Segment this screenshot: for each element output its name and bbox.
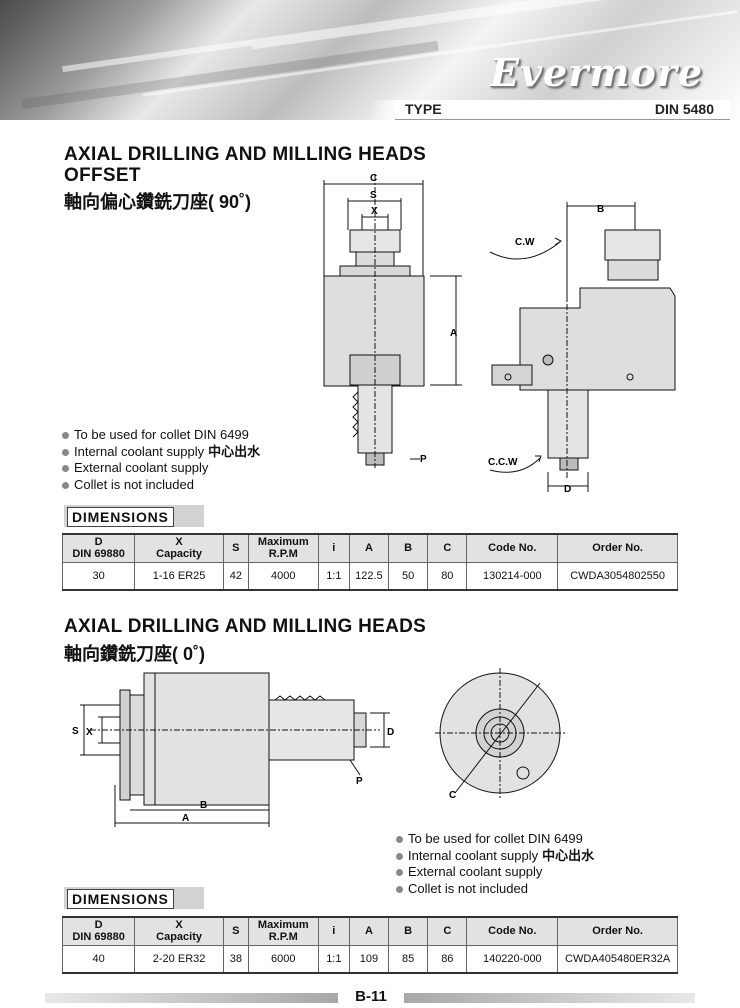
section1-subtitle: 軸向偏心鑽銑刀座( 90˚) — [64, 192, 252, 212]
col-c: C — [427, 916, 468, 946]
type-value: DIN 5480 — [654, 101, 714, 117]
feature-item: Collet is not included — [62, 477, 260, 494]
label-a: A — [450, 328, 457, 339]
page-number: B-11 — [338, 986, 404, 1008]
type-bar: TYPE DIN 5480 — [395, 100, 730, 120]
label-x: X — [371, 206, 378, 217]
header-banner: Evermore TYPE DIN 5480 — [0, 0, 740, 120]
offset-head-side-drawing: C S X A P — [323, 173, 462, 468]
col-s: S — [222, 916, 249, 946]
label-b: B — [597, 204, 604, 215]
feature-item: Collet is not included — [396, 881, 594, 898]
feature-item: To be used for collet DIN 6499 — [396, 831, 594, 848]
label-s: S — [370, 190, 377, 201]
section1-title: AXIAL DRILLING AND MILLING HEADS OFFSET — [64, 144, 427, 186]
section2-subtitle: 軸向鑽銑刀座( 0˚) — [64, 644, 205, 664]
label-c: C — [370, 173, 377, 184]
label-c: C — [449, 790, 456, 801]
section2-title: AXIAL DRILLING AND MILLING HEADS — [64, 616, 427, 637]
section1-feature-list: To be used for collet DIN 6499 Internal … — [62, 427, 260, 493]
label-a: A — [182, 813, 189, 824]
axial-head-side-drawing: S X D P B A — [72, 672, 394, 827]
section1-dimensions-label: DIMENSIONS — [64, 505, 204, 527]
col-s: S — [222, 533, 249, 563]
feature-item: External coolant supply — [62, 460, 260, 477]
col-b: B — [388, 916, 429, 946]
col-i: i — [317, 916, 350, 946]
col-a: A — [348, 533, 390, 563]
axial-head-front-drawing: C — [435, 668, 565, 801]
brand-logo: Evermore — [490, 50, 703, 95]
type-label: TYPE — [405, 101, 442, 117]
col-i: i — [317, 533, 350, 563]
label-x: X — [86, 727, 93, 738]
label-p: P — [356, 776, 363, 787]
col-code: Code No. — [466, 533, 559, 563]
col-order: Order No. — [557, 916, 678, 946]
label-d: D — [387, 727, 394, 738]
label-s: S — [72, 726, 79, 737]
feature-item: To be used for collet DIN 6499 — [62, 427, 260, 444]
table-row: 40 2-20 ER32 38 6000 1:1 109 85 86 14022… — [61, 944, 678, 974]
label-ccw: C.C.W — [488, 457, 518, 468]
feature-item: External coolant supply — [396, 864, 594, 881]
label-d: D — [564, 484, 571, 495]
section2-feature-list: To be used for collet DIN 6499 Internal … — [396, 831, 594, 897]
col-c: C — [427, 533, 468, 563]
offset-head-profile-drawing: B C.W C.C.W D — [488, 202, 676, 495]
col-code: Code No. — [466, 916, 559, 946]
col-b: B — [388, 533, 429, 563]
col-order: Order No. — [557, 533, 678, 563]
label-cw: C.W — [515, 237, 535, 248]
label-b: B — [200, 800, 207, 811]
section2-dimensions-label: DIMENSIONS — [64, 887, 204, 909]
label-p: P — [420, 454, 427, 465]
col-a: A — [348, 916, 390, 946]
table-row: 30 1-16 ER25 42 4000 1:1 122.5 50 80 130… — [61, 561, 678, 591]
